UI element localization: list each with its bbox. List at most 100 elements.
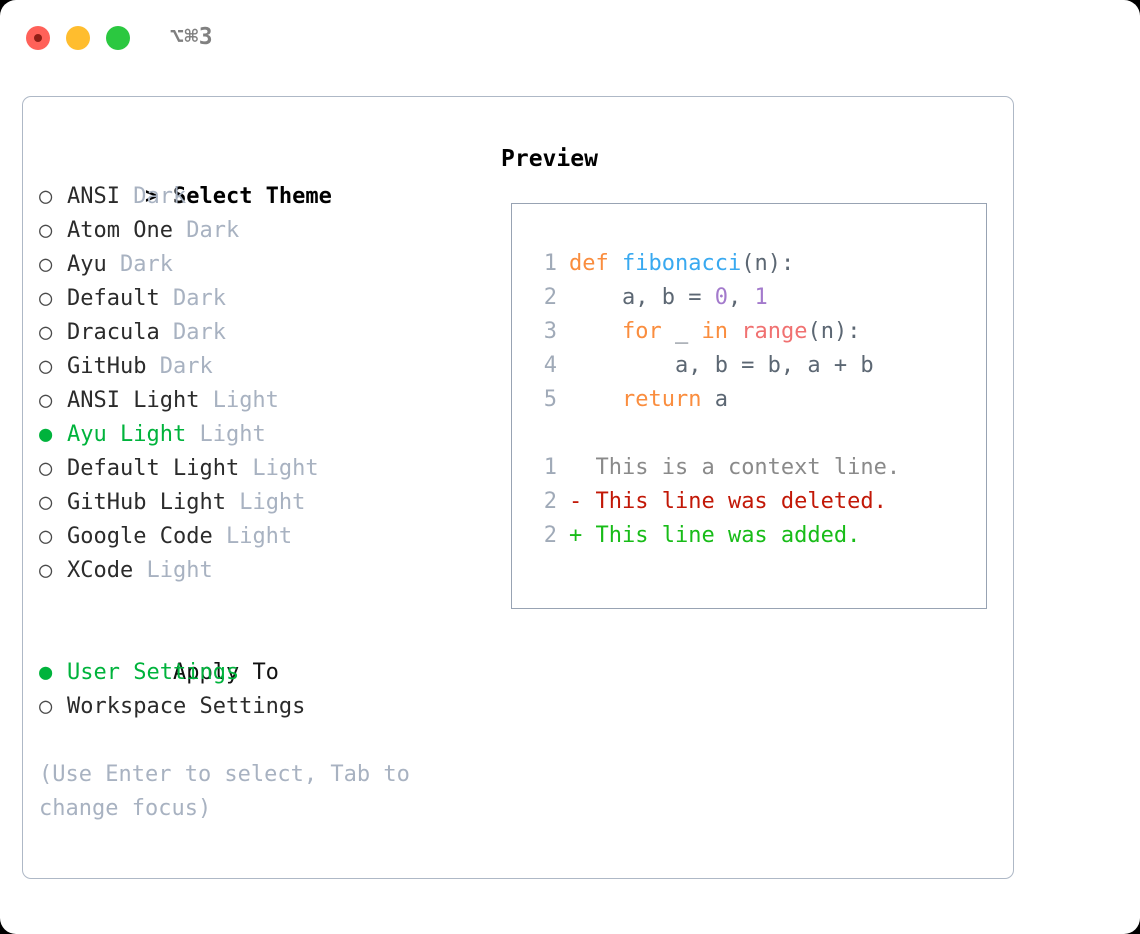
apply-to-option-workspace-settings[interactable]: ○ Workspace Settings (39, 690, 479, 724)
theme-option-label: Ayu Light (67, 422, 187, 447)
preview-title: Preview (501, 146, 598, 172)
code-token: fibonacci (621, 251, 742, 276)
theme-variant-tag: Dark (106, 252, 173, 277)
code-token: 0 (714, 285, 728, 310)
line-number: 5 (543, 387, 557, 412)
apply-to-options-list[interactable]: ● User Settings ○ Workspace Settings (39, 656, 479, 724)
help-line-1: (Use Enter to select, Tab to (39, 762, 410, 787)
theme-option-label: Atom One (67, 218, 173, 243)
theme-variant-tag: Dark (172, 218, 240, 243)
code-token: return (621, 387, 702, 412)
code-token: in (701, 319, 728, 344)
theme-option-label: ANSI Light (67, 388, 200, 413)
code-line: 2 a, b = 0, 1 (531, 281, 900, 315)
theme-variant-tag: Dark (119, 184, 187, 209)
code-token: _ (661, 319, 702, 344)
theme-option-xcode[interactable]: ○XCode Light (39, 554, 479, 588)
code-token: (n): (807, 319, 861, 344)
apply-to-header: Apply To (39, 622, 479, 685)
close-icon (34, 34, 42, 42)
code-token: range (741, 319, 808, 344)
help-line-2: change focus) (39, 796, 212, 821)
theme-variant-tag: Light (199, 388, 279, 413)
radio-unselected-icon: ○ (39, 524, 53, 549)
code-token: (n): (741, 251, 795, 276)
diff-marker: - (569, 489, 583, 514)
theme-variant-tag: Light (186, 422, 266, 447)
theme-option-label: GitHub (67, 354, 147, 379)
code-token (728, 319, 741, 344)
close-button[interactable] (26, 26, 50, 50)
select-theme-title: Select Theme (172, 184, 332, 209)
theme-option-label: Default (67, 286, 160, 311)
radio-unselected-icon: ○ (39, 252, 53, 277)
theme-option-ayu-light[interactable]: ● Ayu Light Light (39, 418, 479, 452)
theme-variant-tag: Dark (159, 286, 226, 311)
theme-option-ayu[interactable]: ○ Ayu Dark (39, 248, 479, 282)
code-token: 1 (754, 285, 768, 310)
theme-option-dracula[interactable]: ○Dracula Dark (39, 316, 479, 350)
code-line: 3 for _ in range(n): (531, 315, 900, 349)
list-spacer (39, 588, 479, 622)
theme-option-atom-one[interactable]: ○ Atom One Dark (39, 214, 479, 248)
radio-selected-icon: ● (39, 422, 53, 447)
diff-line: 2- This line was deleted. (531, 485, 900, 519)
code-diff-spacer (531, 417, 900, 451)
code-line: 1 def fibonacci(n): (531, 247, 900, 281)
theme-option-label: ANSI (67, 184, 120, 209)
code-line: 5 return a (531, 383, 900, 417)
line-number: 2 (543, 489, 557, 514)
diff-text: This is a context line. (582, 455, 901, 480)
keyboard-shortcut-label: ⌥⌘3 (170, 24, 214, 50)
line-number: 1 (543, 251, 557, 276)
apply-to-title: Apply To (172, 660, 279, 685)
diff-text: This line was deleted. (582, 489, 887, 514)
radio-unselected-icon: ○ (39, 184, 53, 209)
radio-unselected-icon: ○ (39, 456, 53, 481)
maximize-button[interactable] (106, 26, 130, 50)
theme-option-github[interactable]: ○GitHub Dark (39, 350, 479, 384)
theme-option-ansi-light[interactable]: ○ANSI Light Light (39, 384, 479, 418)
line-number: 1 (543, 455, 557, 480)
diff-line: 2+ This line was added. (531, 519, 900, 553)
code-token: a, b = b, a + b (569, 353, 874, 378)
diff-snippet: 1 This is a context line. 2- This line wa… (531, 451, 900, 553)
radio-unselected-icon: ○ (39, 218, 53, 243)
apply-to-option-label: User Settings (67, 660, 240, 685)
code-token (569, 387, 622, 412)
theme-option-default-light[interactable]: ○Default Light Light (39, 452, 479, 486)
theme-option-label: Google Code (67, 524, 213, 549)
theme-option-label: XCode (67, 558, 134, 583)
theme-option-label: Default Light (67, 456, 240, 481)
theme-list-column: >Select Theme ○ANSI Dark○Atom One Dark○A… (39, 146, 479, 826)
code-token: , (727, 285, 755, 310)
line-number: 2 (543, 285, 557, 310)
apply-to-option-user-settings[interactable]: ● User Settings (39, 656, 479, 690)
theme-option-ansi[interactable]: ○ ANSI Dark (39, 180, 479, 214)
radio-unselected-icon: ○ (39, 320, 53, 345)
code-token: a, b = (569, 285, 715, 310)
line-number: 4 (543, 353, 557, 378)
radio-unselected-icon: ○ (39, 286, 53, 311)
theme-option-google-code[interactable]: ○ Google Code Light (39, 520, 479, 554)
code-token: def (569, 251, 622, 276)
theme-option-github-light[interactable]: ○GitHub Light Light (39, 486, 479, 520)
theme-option-default[interactable]: ○ Default Dark (39, 282, 479, 316)
theme-variant-tag: Light (133, 558, 213, 583)
theme-option-label: Dracula (67, 320, 160, 345)
theme-options-list[interactable]: ○ ANSI Dark ○ Atom One Dark ○ Ayu Dark ○ Defaul… (39, 180, 479, 588)
radio-unselected-icon: ○ (39, 694, 53, 719)
theme-variant-tag: Light (212, 524, 293, 549)
code-line: 4 a, b = b, a + b (531, 349, 900, 383)
apply-to-option-label: Workspace Settings (67, 694, 306, 719)
caret-icon: > (144, 184, 159, 209)
theme-variant-tag: Light (225, 490, 306, 515)
theme-option-label: GitHub Light (67, 490, 226, 515)
diff-text: This line was added. (582, 523, 861, 548)
radio-selected-icon: ● (39, 660, 53, 685)
minimize-button[interactable] (66, 26, 90, 50)
line-number: 2 (543, 523, 557, 548)
theme-option-label: Ayu (67, 252, 107, 277)
